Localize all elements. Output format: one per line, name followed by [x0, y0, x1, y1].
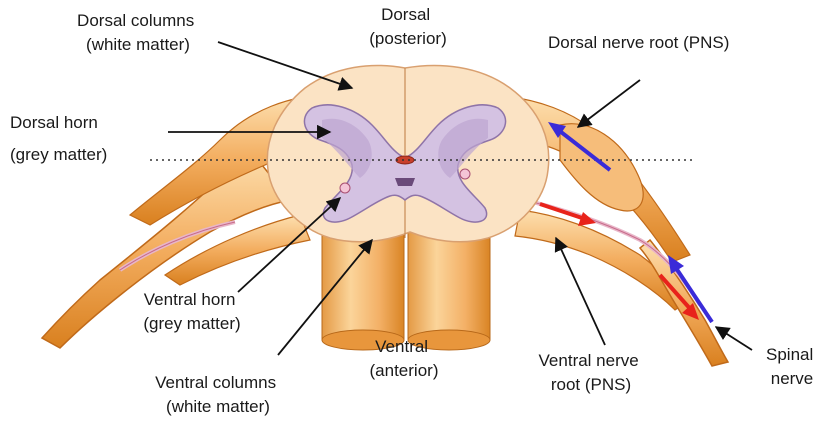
- cord-cross-section: [267, 65, 548, 241]
- pointer-dorsal-root: [578, 80, 640, 127]
- central-canal: [396, 156, 414, 164]
- left-motor-neuron: [340, 183, 350, 193]
- label-dorsal: Dorsal (posterior): [369, 5, 446, 48]
- label-ventral-columns: Ventral columns (white matter): [155, 373, 281, 416]
- ventral-cord-cylinders: [322, 230, 490, 350]
- label-dorsal-nerve-root: Dorsal nerve root (PNS): [548, 33, 729, 52]
- label-dorsal-columns: Dorsal columns (white matter): [77, 11, 199, 54]
- label-ventral-nerve-root: Ventral nerve root (PNS): [539, 351, 644, 394]
- right-motor-neuron: [460, 169, 470, 179]
- dorsal-root-ganglion: [560, 124, 643, 211]
- pointer-spinal-nerve: [716, 327, 752, 350]
- label-spinal-nerve: Spinal nerve: [766, 345, 818, 388]
- white-matter: [267, 65, 548, 241]
- pointer-dorsal-columns: [218, 42, 352, 88]
- label-ventral-horn: Ventral horn (grey matter): [143, 290, 240, 333]
- label-dorsal-horn: Dorsal horn (grey matter): [10, 113, 107, 164]
- label-ventral: Ventral (anterior): [370, 337, 439, 380]
